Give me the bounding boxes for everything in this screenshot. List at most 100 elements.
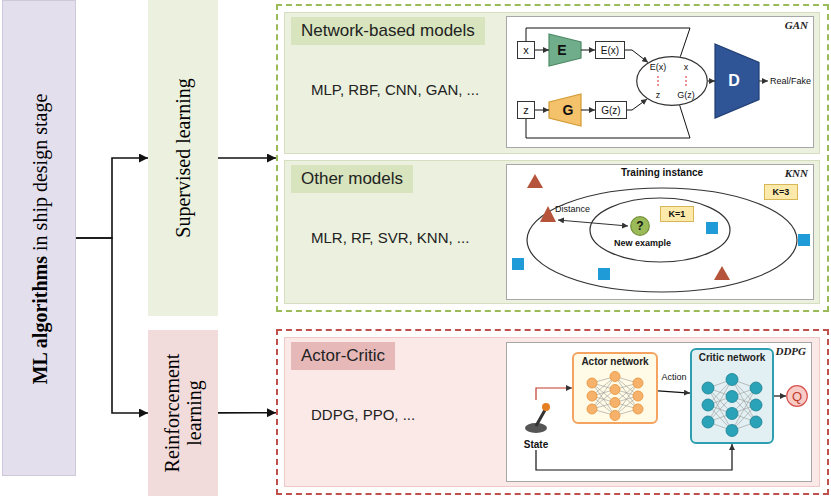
figure-frame: GANxEE(x)zGG(z)E(x)xzG(z)D bbox=[506, 16, 814, 148]
joystick-icon bbox=[525, 403, 550, 433]
square-sample bbox=[798, 234, 810, 246]
synapse-line bbox=[732, 388, 756, 414]
node-subtext: DDPG, PPO, ... bbox=[311, 406, 415, 423]
connector-arrow bbox=[536, 444, 732, 470]
rotated-text-holder: ML algorithmsin ship design stage bbox=[3, 5, 77, 473]
synapse-line bbox=[615, 377, 638, 397]
synapse-line bbox=[708, 405, 732, 414]
k-tag: K=1 bbox=[660, 206, 694, 222]
neuron bbox=[726, 374, 738, 386]
inner-ellipse bbox=[590, 198, 730, 262]
distance-arrow bbox=[558, 220, 628, 226]
synapse-line bbox=[592, 396, 615, 403]
synapse-line bbox=[708, 380, 732, 406]
vector-box: G(z) bbox=[595, 101, 627, 119]
query-point: ? bbox=[630, 216, 650, 236]
outer-ellipse bbox=[527, 188, 797, 292]
square-sample bbox=[512, 258, 524, 270]
neuron bbox=[610, 398, 620, 408]
square-sample bbox=[598, 268, 610, 280]
vector-box: z bbox=[517, 101, 535, 119]
discriminator-block: D bbox=[715, 44, 759, 118]
synapse-line bbox=[732, 397, 756, 406]
connector-arrow bbox=[535, 110, 549, 111]
connector-arrow bbox=[76, 238, 148, 413]
figure-label: New example bbox=[614, 238, 671, 248]
synapse-line bbox=[592, 403, 615, 410]
synapse-line bbox=[615, 403, 638, 410]
synapse-line bbox=[615, 383, 638, 416]
neuron bbox=[702, 416, 714, 428]
group-region: Actor-CriticDDPG, PPO, ...DDPGStateActor… bbox=[276, 329, 829, 495]
synapse-line bbox=[708, 414, 732, 423]
neuron bbox=[750, 399, 762, 411]
trapL-shape bbox=[715, 44, 759, 118]
pair-oval: E(x)xzG(z) bbox=[636, 56, 708, 106]
node-subtext: G(z) bbox=[677, 90, 695, 100]
node-text: K=1 bbox=[669, 209, 686, 219]
output-arrow bbox=[759, 81, 768, 82]
node-subtext: x bbox=[684, 62, 689, 72]
node-text: GAN bbox=[785, 19, 808, 31]
connector-arrow bbox=[581, 110, 595, 111]
joystick-knob bbox=[542, 403, 550, 411]
connector-arrow bbox=[625, 50, 648, 62]
synapse-line bbox=[615, 390, 638, 410]
node-text: Actor network bbox=[574, 356, 656, 367]
connector-arrow bbox=[218, 412, 276, 414]
node-text: Actor-Critic bbox=[291, 342, 395, 370]
connector-arrow bbox=[708, 81, 715, 82]
node-text: KNN bbox=[785, 167, 808, 179]
synapse-line bbox=[732, 380, 756, 406]
triangle-sample bbox=[527, 174, 543, 188]
node-text: E bbox=[557, 42, 566, 58]
synapse-line bbox=[708, 388, 732, 431]
figure-frame: DDPGStateActor networkCritic networkQ bbox=[506, 342, 812, 482]
pair-line bbox=[658, 76, 659, 87]
synapse-line bbox=[708, 422, 732, 431]
neuron bbox=[610, 411, 620, 421]
rotated-text-holder: Supervised learning bbox=[148, 4, 218, 312]
critic-network: Critic network bbox=[690, 348, 774, 444]
synapse-line bbox=[615, 409, 638, 416]
state-icon: State bbox=[516, 400, 556, 450]
synapse-line bbox=[592, 383, 615, 403]
connector-arrow bbox=[526, 28, 690, 57]
node-text: Q bbox=[792, 389, 802, 404]
connector-arrow bbox=[627, 99, 647, 110]
node-text: State bbox=[516, 439, 556, 450]
q-value: Q bbox=[786, 385, 808, 407]
synapse-line bbox=[708, 397, 732, 423]
figure-label: Distance bbox=[555, 204, 590, 214]
synapse-line bbox=[592, 377, 615, 410]
k-tag: K=3 bbox=[764, 184, 798, 200]
node-subtext: MLR, RF, SVR, KNN, ... bbox=[311, 229, 469, 246]
trapR-shape bbox=[549, 94, 581, 126]
connector-arrow bbox=[526, 105, 690, 138]
category-band: Reinforcement learning bbox=[148, 330, 218, 496]
synapse-line bbox=[708, 397, 732, 406]
synapse-line bbox=[592, 383, 615, 390]
synapse-line bbox=[615, 396, 638, 416]
edge-label: Action bbox=[659, 372, 688, 382]
synapse-line bbox=[732, 388, 756, 431]
node-text: x bbox=[523, 44, 529, 56]
node-text: E(x) bbox=[601, 45, 619, 56]
synapse-line bbox=[732, 380, 756, 423]
node-text: G(z) bbox=[601, 105, 620, 116]
figure-label: Training instance bbox=[621, 167, 703, 178]
neuron bbox=[587, 391, 597, 401]
node-text: Critic network bbox=[692, 352, 772, 363]
neuron bbox=[702, 399, 714, 411]
synapse-line bbox=[732, 397, 756, 423]
neuron bbox=[750, 382, 762, 394]
neuron bbox=[610, 372, 620, 382]
synapse-line bbox=[615, 390, 638, 397]
connector-arrow bbox=[581, 50, 595, 51]
knn-illustration bbox=[512, 174, 810, 292]
synapse-line bbox=[592, 409, 615, 416]
synapse-line bbox=[592, 383, 615, 416]
node-subtext: in ship design stage bbox=[29, 94, 52, 251]
